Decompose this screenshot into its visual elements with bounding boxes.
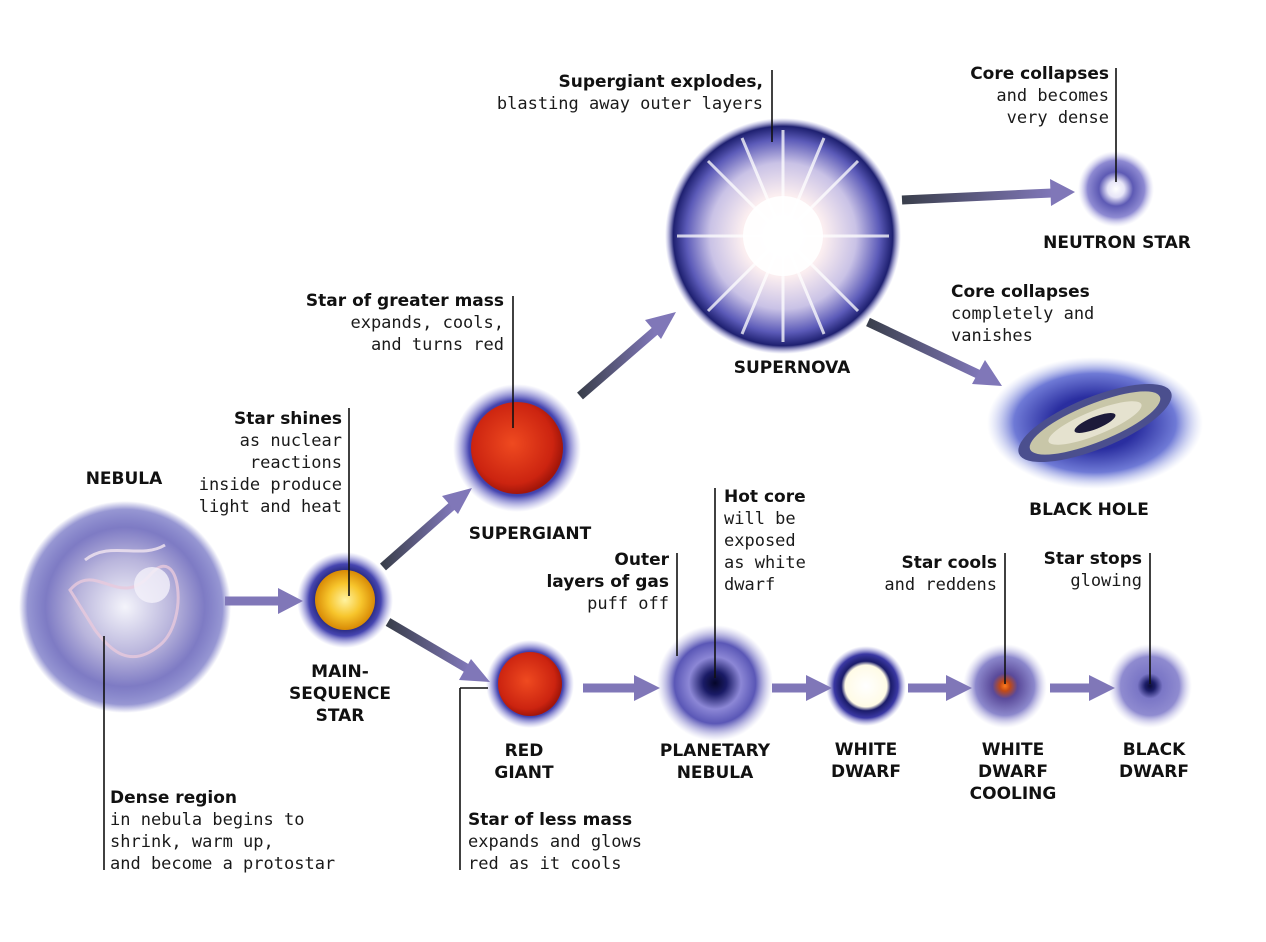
note-dense-region: Dense region in nebula begins to shrink,…: [110, 788, 335, 874]
note-line: and become a protostar: [110, 854, 335, 874]
note-line: and becomes: [996, 86, 1109, 106]
arrow-white-dwarf-to-cooling: [908, 675, 972, 701]
note-star-shines: Star shines as nuclear reactions inside …: [199, 409, 342, 517]
supernova-caption: SUPERNOVA: [734, 358, 851, 378]
red-giant-caption-line-1: RED: [505, 741, 544, 761]
note-head: Dense region: [110, 788, 237, 808]
white-dwarf-cooling-object: [963, 644, 1047, 728]
arrow-planetary-nebula-to-white-dwarf: [772, 675, 832, 701]
note-line: puff off: [587, 594, 669, 614]
black-hole-object: [987, 357, 1203, 489]
note-line: as nuclear: [240, 431, 342, 451]
main-sequence-caption-line-1: MAIN-: [311, 662, 369, 682]
nebula-caption: NEBULA: [86, 469, 163, 489]
note-line: expands, cools,: [350, 313, 504, 333]
black-dwarf-caption-line-2: DWARF: [1119, 762, 1189, 782]
supergiant-object: [453, 384, 581, 512]
note-star-stops: Star stops glowing: [1044, 549, 1142, 591]
note-line: reactions: [250, 453, 342, 473]
arrows: [225, 179, 1115, 701]
main-sequence-caption-line-3: STAR: [316, 706, 365, 726]
black-dwarf-object: [1108, 644, 1192, 728]
note-head: Star of greater mass: [306, 291, 504, 311]
note-line: dwarf: [724, 575, 775, 595]
note-line: will be: [724, 509, 796, 529]
arrow-main-sequence-to-supergiant: [380, 488, 472, 571]
arrow-red-giant-to-planetary-nebula: [583, 675, 660, 701]
arrow-main-sequence-to-red-giant: [385, 618, 490, 682]
planetary-nebula-caption-line-1: PLANETARY: [660, 741, 771, 761]
planetary-nebula-caption-line-2: NEBULA: [677, 763, 754, 783]
leader-lines: [103, 68, 1151, 870]
supernova-object: [665, 118, 901, 354]
arrow-supergiant-to-supernova: [577, 312, 676, 400]
note-head: Core collapses: [951, 282, 1090, 302]
arrow-supernova-to-black-hole: [866, 317, 1002, 386]
red-giant-caption-line-2: GIANT: [494, 763, 554, 783]
note-line: and turns red: [371, 335, 504, 355]
black-dwarf-caption-line-1: BLACK: [1123, 740, 1186, 760]
neutron-star-caption: NEUTRON STAR: [1043, 233, 1191, 253]
note-hot-core: Hot core will be exposed as white dwarf: [724, 487, 806, 595]
arrow-nebula-to-main-sequence: [225, 588, 303, 614]
red-giant-object: [486, 640, 574, 728]
white-dwarf-caption-line-1: WHITE: [835, 740, 898, 760]
note-head: Hot core: [724, 487, 806, 507]
note-head: Outer: [614, 550, 669, 570]
note-head: Star cools: [901, 553, 997, 573]
black-hole-caption: BLACK HOLE: [1029, 500, 1149, 520]
white-dwarf-object: [826, 646, 906, 726]
arrow-supernova-to-neutron-star: [901, 179, 1075, 206]
note-star-cools: Star cools and reddens: [884, 553, 997, 595]
white-dwarf-cooling-caption-line-2: DWARF: [978, 762, 1048, 782]
note-supergiant-explodes: Supergiant explodes, blasting away outer…: [497, 72, 763, 114]
note-head: Star stops: [1044, 549, 1142, 569]
note-line: vanishes: [951, 326, 1033, 346]
note-outer-layers: Outer layers of gas puff off: [546, 550, 669, 614]
white-dwarf-caption-line-2: DWARF: [831, 762, 901, 782]
note-line: light and heat: [199, 497, 342, 517]
neutron-star-object: [1078, 151, 1154, 227]
note-head: Supergiant explodes,: [559, 72, 764, 92]
supergiant-caption: SUPERGIANT: [469, 524, 592, 544]
note-less-mass: Star of less mass expands and glows red …: [468, 810, 642, 874]
note-line: shrink, warm up,: [110, 832, 274, 852]
note-greater-mass: Star of greater mass expands, cools, and…: [306, 291, 504, 355]
note-line: exposed: [724, 531, 796, 551]
note-line: expands and glows: [468, 832, 642, 852]
nebula-object: [19, 501, 231, 713]
note-line: as white: [724, 553, 806, 573]
note-head: Star shines: [234, 409, 342, 429]
note-line: glowing: [1070, 571, 1142, 591]
main-sequence-star-object: [297, 552, 393, 648]
arrow-cooling-to-black-dwarf: [1050, 675, 1115, 701]
note-head: Core collapses: [970, 64, 1109, 84]
note-line: in nebula begins to: [110, 810, 304, 830]
note-line: inside produce: [199, 475, 342, 495]
note-core-vanishes: Core collapses completely and vanishes: [951, 282, 1094, 346]
note-line: very dense: [1007, 108, 1109, 128]
white-dwarf-cooling-caption-line-3: COOLING: [970, 784, 1057, 804]
note-head: Star of less mass: [468, 810, 632, 830]
note-line: blasting away outer layers: [497, 94, 763, 114]
note-head: layers of gas: [546, 572, 669, 592]
note-core-dense: Core collapses and becomes very dense: [970, 64, 1109, 128]
main-sequence-caption-line-2: SEQUENCE: [289, 684, 391, 704]
note-line: completely and: [951, 304, 1094, 324]
note-line: and reddens: [884, 575, 997, 595]
note-line: red as it cools: [468, 854, 622, 874]
white-dwarf-cooling-caption-line-1: WHITE: [982, 740, 1045, 760]
planetary-nebula-object: [657, 625, 773, 741]
